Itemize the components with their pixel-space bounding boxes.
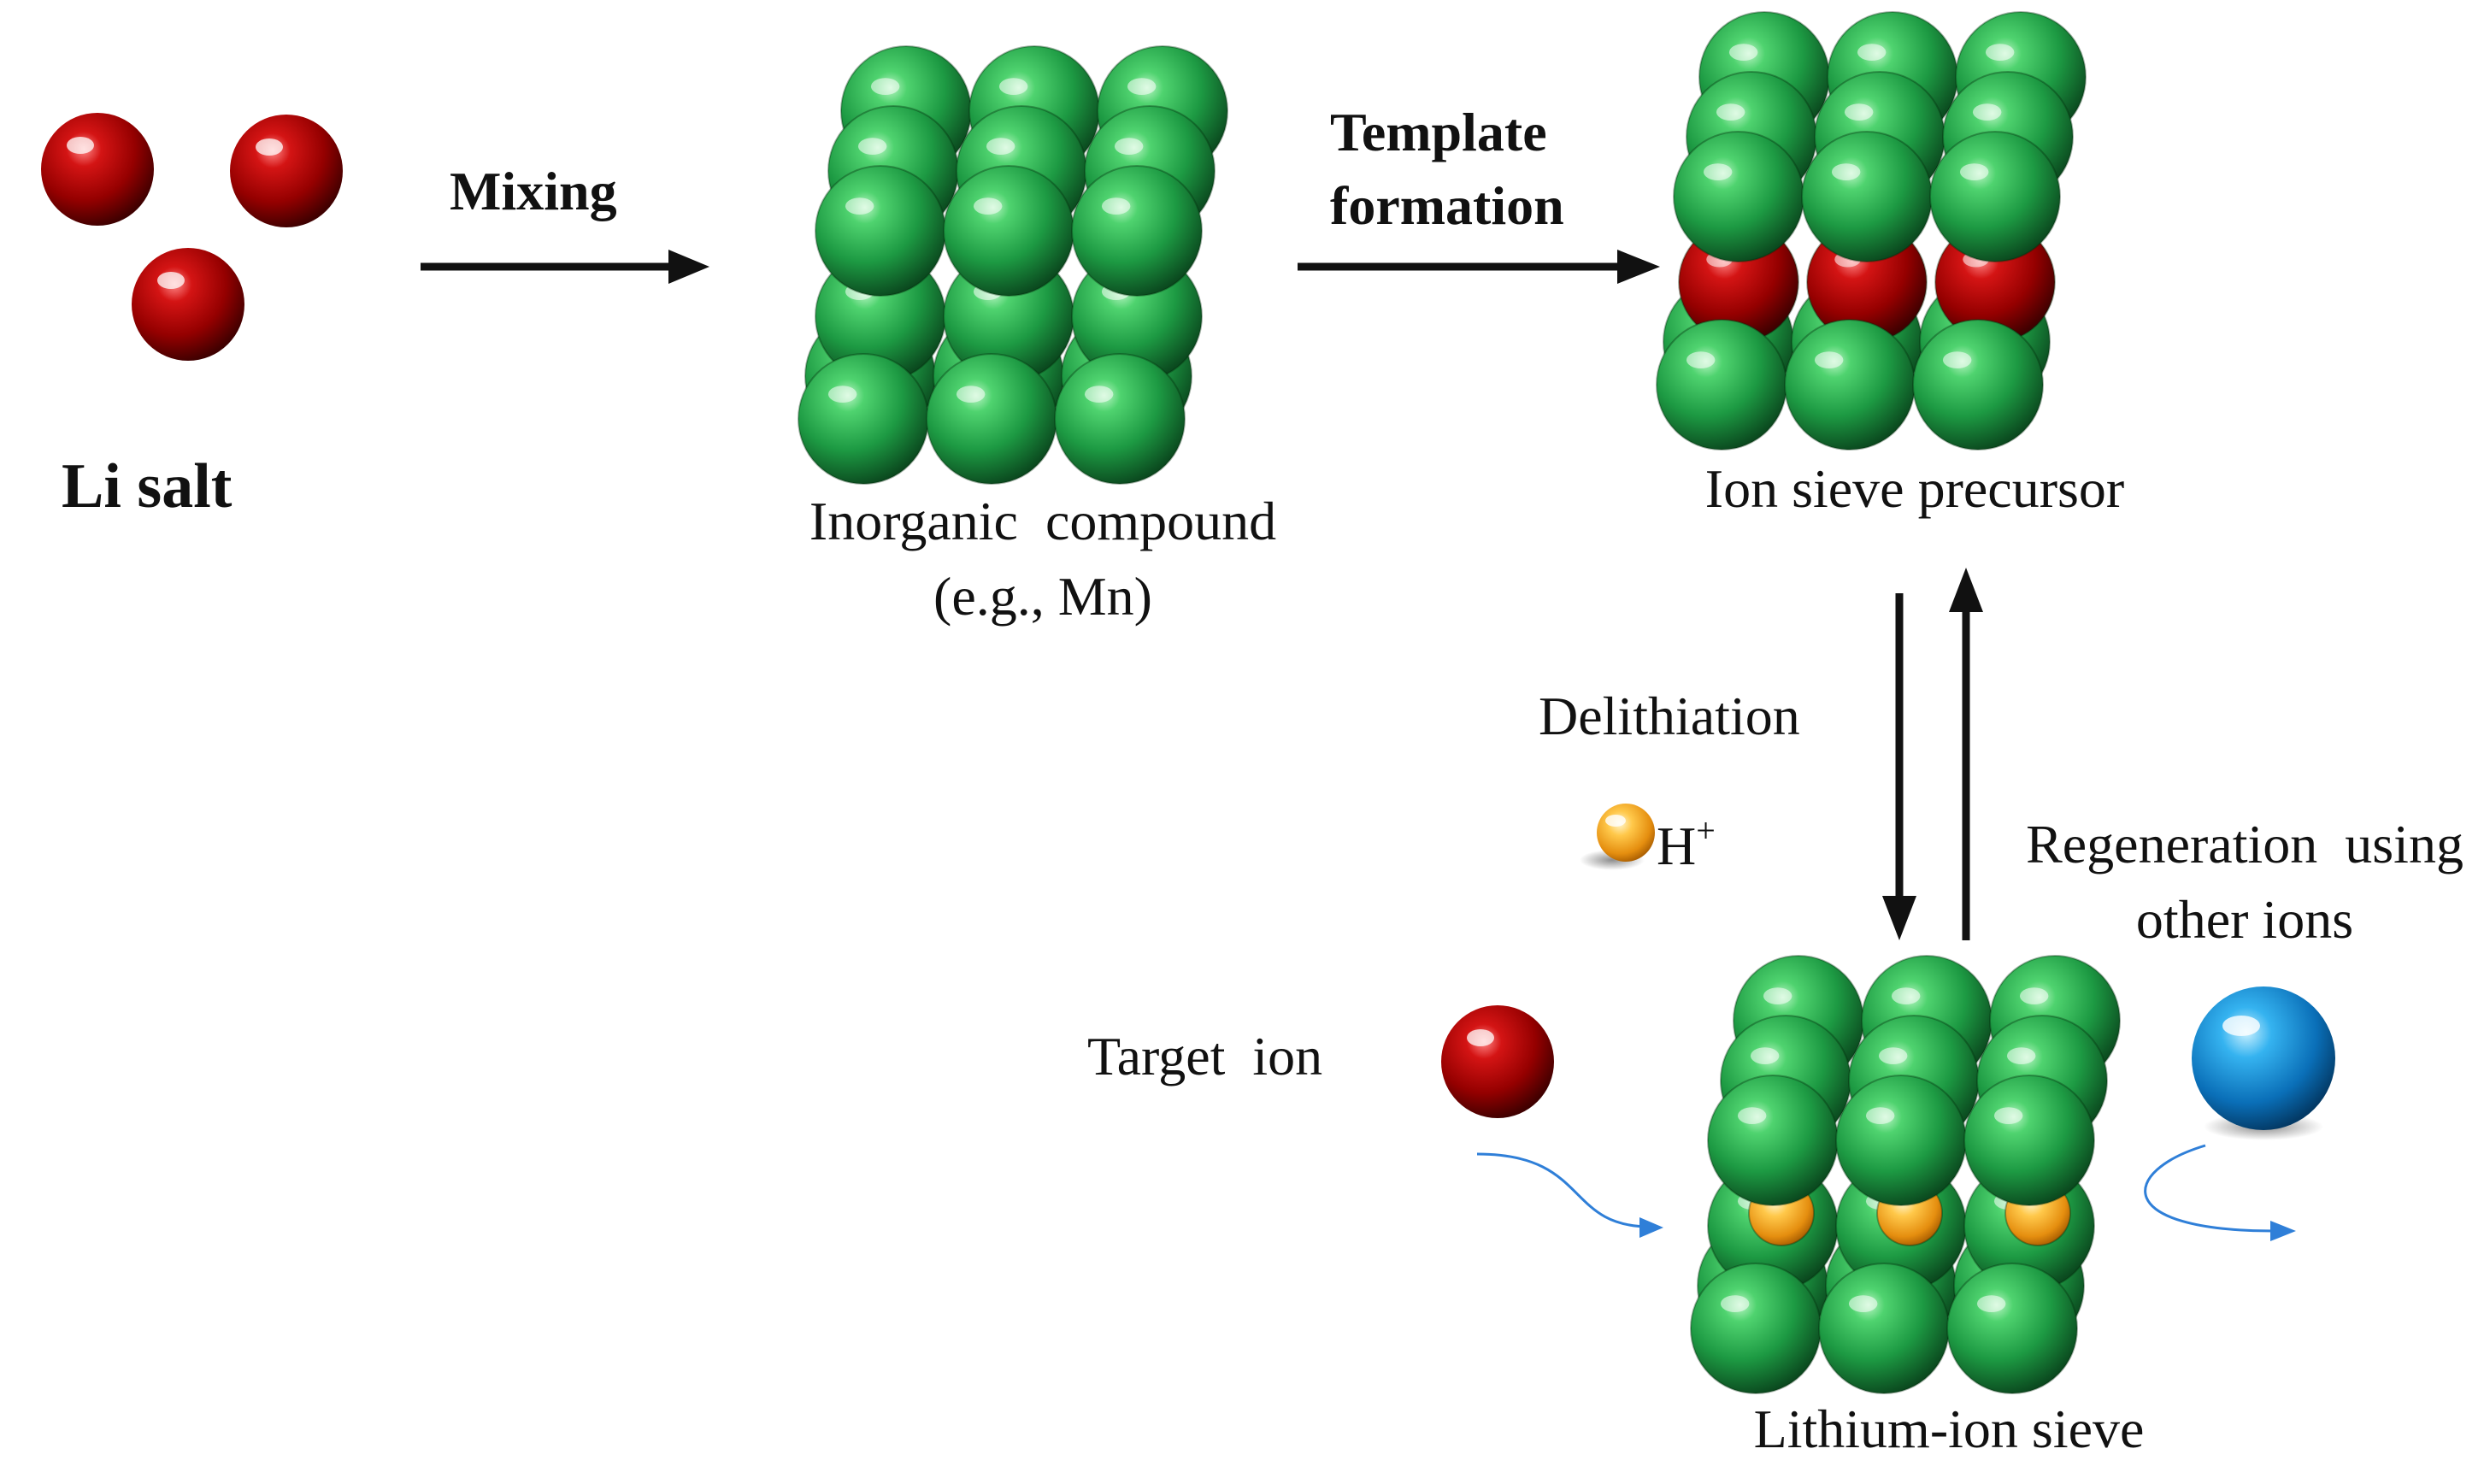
delithiation-arrow (1882, 593, 1916, 940)
framework-sphere (1054, 353, 1186, 485)
framework-sphere (1690, 1263, 1822, 1394)
li-ion-sphere (41, 113, 154, 226)
framework-sphere (1963, 1075, 2095, 1206)
h-ion-symbol: H (1657, 816, 1697, 876)
ion-sieve-precursor-label: Ion sieve precursor (1704, 458, 2125, 519)
framework-sphere (1912, 319, 2044, 450)
other-ion-sphere (2192, 986, 2335, 1140)
h-ion-charge: + (1696, 811, 1716, 850)
target-ion-label: Target ion (1087, 1026, 1323, 1086)
li-ion-sphere (230, 115, 343, 227)
lithium-ion-sieve-cluster (1690, 955, 2121, 1394)
framework-sphere (798, 353, 929, 485)
framework-sphere (1818, 1263, 1950, 1394)
framework-sphere (1835, 1075, 1967, 1206)
framework-sphere (815, 165, 946, 297)
framework-sphere (1801, 131, 1933, 262)
delithiation-label: Delithiation (1539, 686, 1800, 746)
li-salt-ions (41, 113, 343, 361)
inorganic-compound-line2: (e.g., Mn) (933, 566, 1152, 627)
framework-sphere (1784, 319, 1916, 450)
framework-sphere (1946, 1263, 2078, 1394)
regeneration-line1: Regeneration using (2026, 814, 2464, 874)
regeneration-arrow (1949, 568, 1983, 940)
inorganic-compound-line1: Inorganic compound (809, 491, 1277, 551)
li-salt-label: Li salt (62, 451, 233, 521)
framework-sphere (1929, 131, 2061, 262)
framework-sphere (1673, 131, 1804, 262)
target-ion-sphere (1441, 1005, 1554, 1118)
h-ion-icon (1580, 804, 1655, 870)
regeneration-label: Regeneration using other ions (1997, 807, 2490, 958)
template-formation-label: Template formation (1330, 96, 1564, 244)
ion-sieve-precursor-cluster (1656, 11, 2087, 450)
li-ion-sphere (132, 248, 244, 361)
h-ion-label: H+ (1657, 814, 1716, 874)
framework-sphere (1707, 1075, 1839, 1206)
framework-sphere (926, 353, 1057, 485)
inorganic-compound-cluster (798, 45, 1228, 485)
inorganic-compound-label: Inorganic compound (e.g., Mn) (769, 484, 1316, 635)
target-ion-flow-arrow (1476, 1152, 1663, 1238)
framework-sphere (943, 165, 1074, 297)
framework-sphere (1071, 165, 1203, 297)
template-formation-line2: formation (1330, 175, 1564, 237)
mixing-arrow (421, 250, 709, 284)
lithium-ion-sieve-label: Lithium-ion sieve (1753, 1399, 2145, 1459)
mixing-label: Mixing (450, 161, 617, 221)
other-ion-flow-arrow (2144, 1144, 2296, 1241)
template-formation-line1: Template (1330, 102, 1547, 162)
framework-sphere (1656, 319, 1787, 450)
template-formation-arrow (1298, 250, 1660, 284)
regeneration-line2: other ions (2135, 889, 2354, 951)
